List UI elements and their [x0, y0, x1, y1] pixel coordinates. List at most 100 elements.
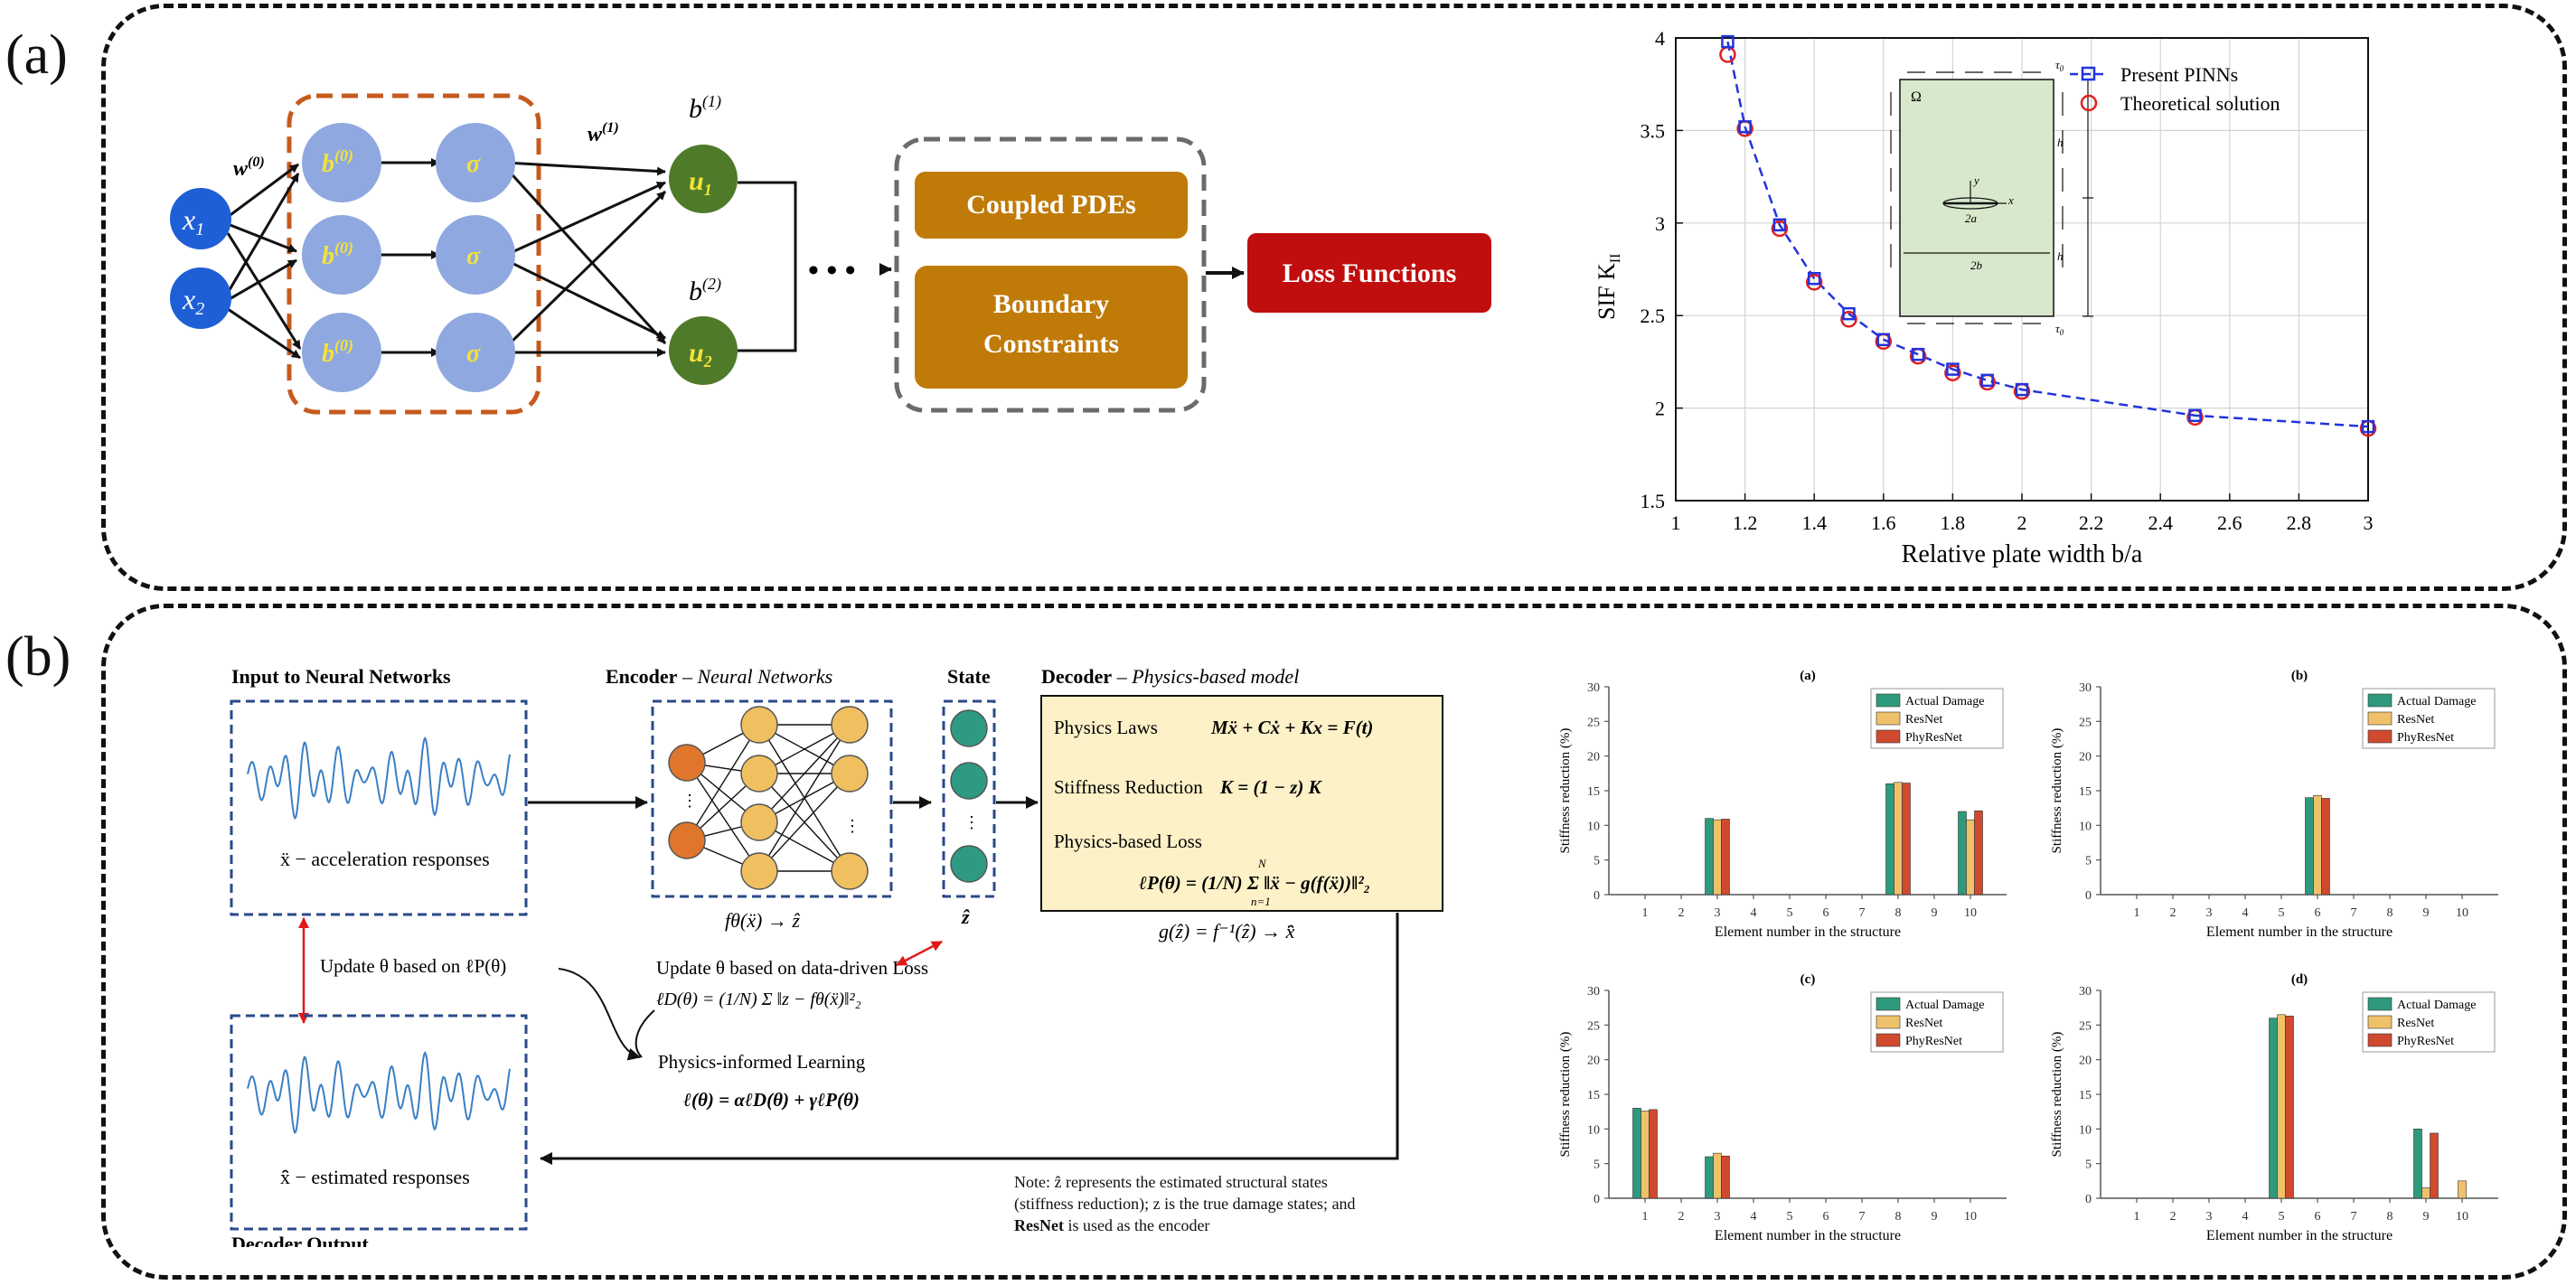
est-label: x̂̈ − estimated responses — [280, 1166, 470, 1188]
bar-xtick-label: 7 — [2351, 1210, 2357, 1224]
bar-xtick-label: 4 — [1751, 1210, 1757, 1224]
sif-pinns-line — [1726, 41, 2369, 428]
bar-xtick-label: 8 — [1895, 1210, 1902, 1224]
sif-ytick-label: 2.5 — [1641, 305, 1666, 327]
sif-xtick-label: 1.6 — [1871, 511, 1896, 534]
bar-legend-label: PhyResNet — [1905, 1035, 1962, 1048]
input-node-x2 — [170, 267, 231, 329]
inset-tau-top: τ0 — [2055, 58, 2064, 73]
physics-loss-eq: ℓP(θ) = (1/N) Σ ‖ẍ − g(f(ẍ))‖²₂ — [1139, 872, 1370, 894]
bar-xtick-label: 6 — [1823, 1210, 1829, 1224]
bar-xtick-label: 9 — [1932, 906, 1938, 920]
state-title: State — [947, 665, 991, 688]
bar-ytick-label: 0 — [2085, 1193, 2092, 1206]
bias-label-b1: b(1) — [689, 92, 721, 124]
legend-theory: Theoretical solution — [2120, 92, 2280, 115]
bias-label-2: b(0) — [322, 239, 353, 270]
note-line-1: Note: ẑ represents the estimated structu… — [1014, 1173, 1328, 1191]
bar-actual-damage — [2269, 1018, 2278, 1199]
bar-xtick-label: 9 — [2423, 1210, 2430, 1224]
stiffness-eq: K = (1 − z) K — [1219, 776, 1323, 798]
sif-xlabel: Relative plate width b/a — [1902, 540, 2143, 568]
bar-legend-label: PhyResNet — [1905, 731, 1962, 745]
bar-ytick-label: 10 — [2079, 820, 2092, 833]
ellipsis: • • • — [808, 254, 856, 287]
loss-functions-box — [1247, 233, 1491, 313]
inset-tau-bottom: τ0 — [2055, 322, 2064, 337]
bar-legend-label: Actual Damage — [1905, 695, 1984, 708]
panel-b-note: Note: ẑ represents the estimated structu… — [1014, 1171, 1403, 1236]
bar-title: (d) — [2291, 972, 2308, 987]
bar-xtick-label: 10 — [2456, 1210, 2468, 1224]
zhat-label: ẑ — [961, 905, 970, 928]
bar-legend-swatch — [1876, 693, 1901, 708]
physics-laws-label: Physics Laws — [1054, 717, 1158, 738]
sif-xtick-label: 2.4 — [2148, 511, 2173, 534]
sif-ylabel: SIF KII — [1594, 253, 1623, 320]
bar-xtick-label: 5 — [2279, 1210, 2285, 1224]
bar-ylabel: Stiffness reduction (%) — [1558, 728, 1573, 854]
note-line-3-text: is used as the encoder — [1063, 1216, 1210, 1234]
sif-xtick-label: 2.6 — [2217, 511, 2242, 534]
bar-xtick-label: 5 — [1787, 906, 1793, 920]
bar-ytick-label: 25 — [1587, 716, 1600, 729]
bar-xtick-label: 8 — [2387, 1210, 2393, 1224]
input-node-x1 — [170, 188, 231, 249]
sif-ytick-label: 3 — [1655, 212, 1665, 235]
bias-node-1 — [302, 123, 381, 202]
loss-functions-label: Loss Functions — [1283, 258, 1457, 288]
bar-xtick-label: 1 — [2134, 1210, 2140, 1224]
sif-ytick-label: 1.5 — [1641, 490, 1666, 512]
sif-pinns-point — [1738, 120, 1752, 134]
inset-h2: h — [2057, 249, 2064, 263]
sif-theory-point — [1944, 364, 1961, 381]
sif-xtick-label: 1.2 — [1733, 511, 1758, 534]
bar-xtick-label: 6 — [1823, 906, 1829, 920]
sif-xtick-label: 1 — [1671, 511, 1681, 534]
state-node-1 — [950, 709, 988, 747]
bar-legend-swatch — [1876, 997, 1901, 1011]
bar-legend-label: ResNet — [2397, 1017, 2434, 1030]
encoder-box — [651, 699, 893, 898]
bar-ylabel: Stiffness reduction (%) — [1558, 1032, 1573, 1158]
sif-xtick-label: 3 — [2364, 511, 2374, 534]
encoder-formula: fθ(ẍ) → ẑ — [725, 909, 800, 932]
nn-edge — [758, 724, 851, 823]
bar-xtick-label: 4 — [2242, 906, 2249, 920]
bar-phyresnet — [1721, 1155, 1730, 1199]
bar-ytick-label: 20 — [1587, 1055, 1600, 1068]
bar-phyresnet — [2285, 1016, 2294, 1199]
pil-eq: ℓ(θ) = αℓD(θ) + γℓP(θ) — [683, 1089, 860, 1111]
pil-title: Physics-informed Learning — [658, 1051, 866, 1073]
bar-phyresnet — [1902, 783, 1911, 896]
bar-xtick-label: 10 — [1964, 906, 1977, 920]
bar-ytick-label: 10 — [1587, 820, 1600, 833]
panel-a-label: (a) — [5, 24, 68, 86]
bar-xtick-label: 2 — [1678, 1210, 1685, 1224]
sif-pinns-point — [2361, 419, 2375, 434]
encoder-title: Encoder – Neural Networks — [606, 665, 832, 688]
decoder-output-title: Decoder Output — [231, 1233, 369, 1247]
bar-ytick-label: 20 — [2079, 1055, 2092, 1068]
bar-xtick-label: 9 — [1932, 1210, 1938, 1224]
bar-ytick-label: 15 — [1587, 785, 1600, 799]
bar-legend-label: PhyResNet — [2397, 731, 2454, 745]
input-title: Input to Neural Networks — [231, 665, 451, 688]
state-node-3 — [950, 845, 988, 883]
sif-ytick-label: 2 — [1655, 398, 1665, 420]
bar-legend-swatch — [2367, 693, 2393, 708]
weight-label-w0: w(0) — [233, 155, 265, 181]
coupled-pdes-label: Coupled PDEs — [966, 190, 1136, 220]
acceleration-waveform — [247, 736, 511, 821]
bar-ytick-label: 15 — [1587, 1089, 1600, 1102]
bar-ytick-label: 15 — [2079, 785, 2092, 799]
bar-actual-damage — [2305, 797, 2314, 896]
sigma-label-2: σ — [466, 242, 481, 270]
bar-xtick-label: 10 — [1964, 1210, 1977, 1224]
coupled-pdes-box — [915, 172, 1188, 239]
bar-ytick-label: 5 — [2085, 855, 2092, 868]
inset-omega: Ω — [1911, 89, 1922, 105]
bar-legend-swatch — [2367, 1033, 2393, 1047]
bar-phyresnet — [2321, 798, 2330, 896]
bar-legend-swatch — [2367, 729, 2393, 744]
